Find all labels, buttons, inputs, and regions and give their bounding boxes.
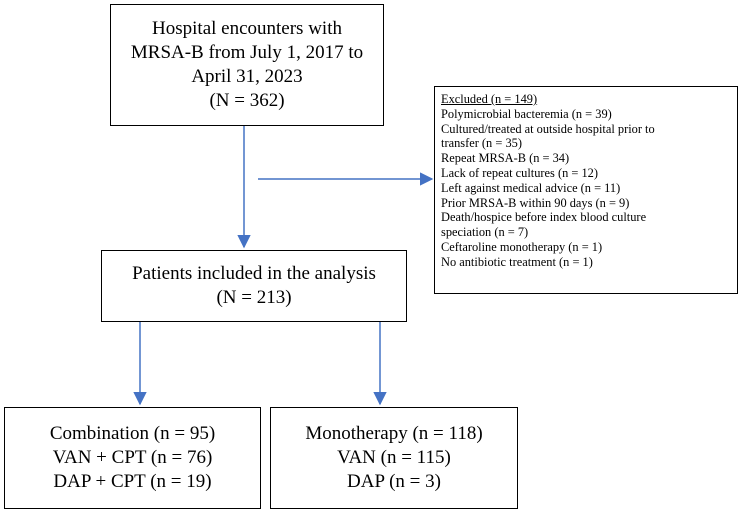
combination-line-1: Combination (n = 95)	[49, 423, 216, 444]
monotherapy-box: Monotherapy (n = 118) VAN (n = 115) DAP …	[270, 407, 518, 509]
excluded-item: Polymicrobial bacteremia (n = 39)	[441, 106, 612, 121]
monotherapy-line-3: DAP (n = 3)	[347, 471, 441, 492]
encounters-line-1: Hospital encounters with	[152, 18, 342, 39]
excluded-item: Death/hospice before index blood culture	[441, 210, 647, 225]
combination-box: Combination (n = 95) VAN + CPT (n = 76) …	[4, 407, 261, 509]
included-box: Patients included in the analysis (N = 2…	[101, 250, 407, 322]
encounters-line-3: April 31, 2023	[191, 66, 303, 87]
excluded-item: No antibiotic treatment (n = 1)	[441, 254, 593, 269]
encounters-count: (N = 362)	[209, 90, 285, 111]
encounters-box: Hospital encounters with MRSA-B from Jul…	[110, 4, 384, 126]
monotherapy-line-2: VAN (n = 115)	[337, 447, 451, 468]
combination-line-2: VAN + CPT (n = 76)	[52, 447, 213, 468]
combination-line-3: DAP + CPT (n = 19)	[53, 471, 212, 492]
excluded-item: Cultured/treated at outside hospital pri…	[441, 121, 655, 136]
encounters-line-2: MRSA-B from July 1, 2017 to	[130, 42, 364, 63]
included-count: (N = 213)	[216, 287, 292, 308]
excluded-item: speciation (n = 7)	[441, 225, 529, 240]
excluded-box: Excluded (n = 149) Polymicrobial bactere…	[434, 86, 738, 294]
monotherapy-line-1: Monotherapy (n = 118)	[305, 423, 483, 444]
excluded-header: Excluded (n = 149)	[441, 92, 538, 106]
excluded-item: Repeat MRSA-B (n = 34)	[441, 151, 570, 166]
included-line-1: Patients included in the analysis	[132, 263, 376, 284]
excluded-item: transfer (n = 35)	[441, 136, 522, 151]
excluded-item: Prior MRSA-B within 90 days (n = 9)	[441, 195, 630, 210]
excluded-item: Left against medical advice (n = 11)	[441, 180, 621, 195]
excluded-item: Ceftaroline monotherapy (n = 1)	[441, 239, 603, 254]
excluded-item: Lack of repeat cultures (n = 12)	[441, 165, 598, 180]
